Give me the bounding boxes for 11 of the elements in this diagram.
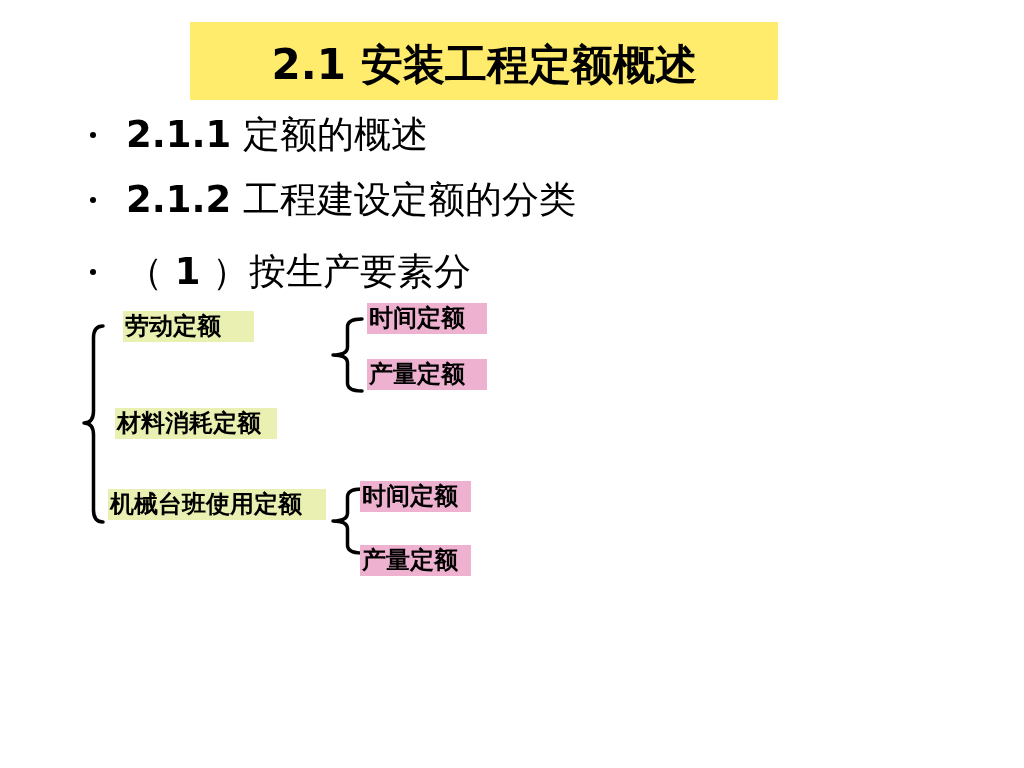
- highlighted-term: 时间定额: [360, 481, 471, 512]
- highlighted-term: 机械台班使用定额: [108, 489, 326, 520]
- highlighted-term: 材料消耗定额: [115, 408, 277, 439]
- bullet-text: 2.1.2 工程建设定额的分类: [126, 177, 577, 223]
- title-text: 2.1 安装工程定额概述: [271, 40, 697, 90]
- highlighted-term: 劳动定额: [123, 311, 254, 342]
- highlighted-term: 时间定额: [367, 303, 487, 334]
- bullet-text: 2.1.1 定额的概述: [126, 112, 429, 158]
- bullet-text: （ 1 ）按生产要素分: [126, 249, 472, 295]
- highlighted-term: 产量定额: [367, 359, 487, 390]
- highlighted-term: 产量定额: [360, 545, 471, 576]
